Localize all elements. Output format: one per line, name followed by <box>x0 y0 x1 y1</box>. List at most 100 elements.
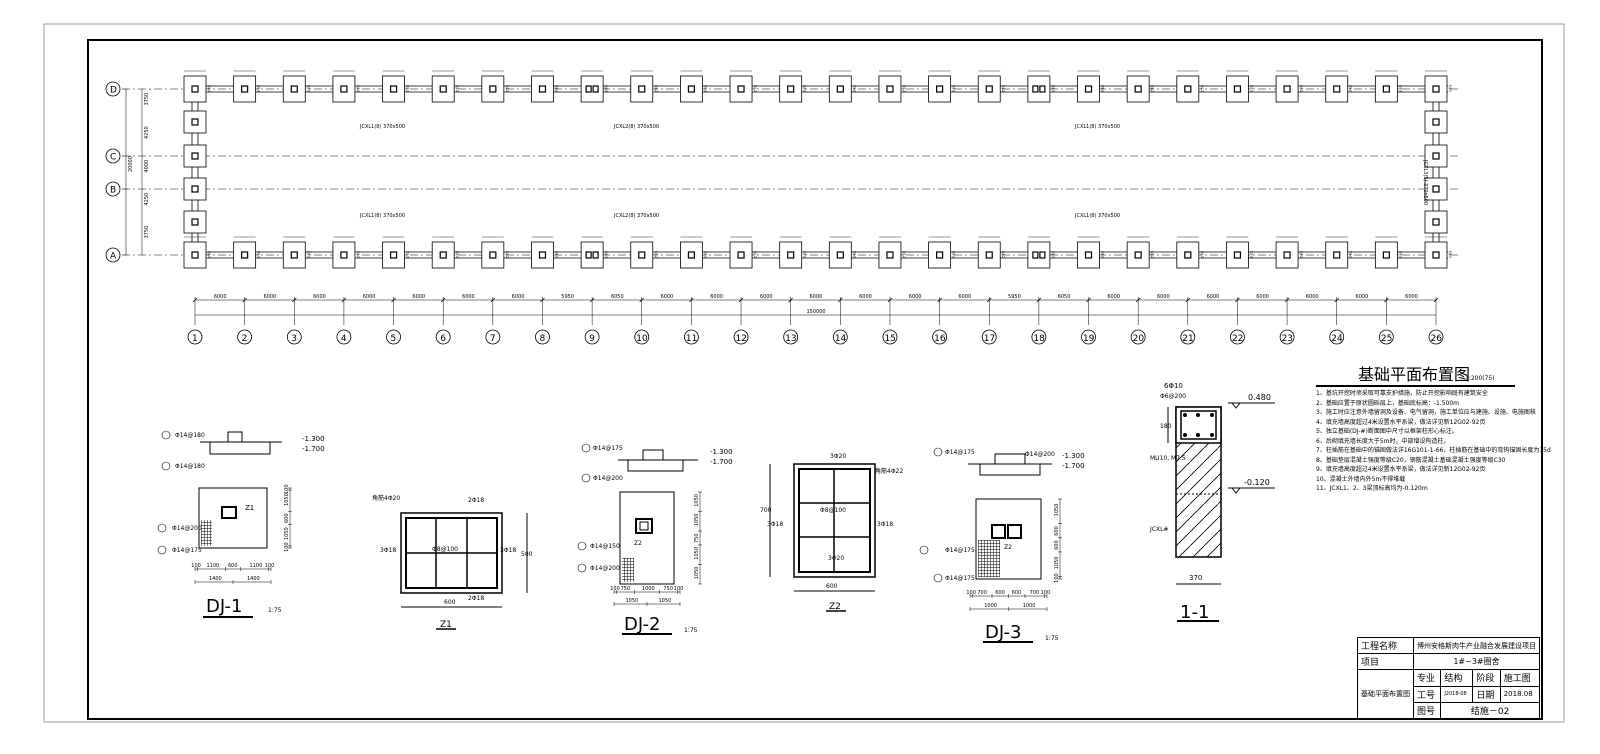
footing-tag: DJ-3 <box>604 85 608 92</box>
span-dim-value: 6000 <box>1256 294 1269 300</box>
column <box>1333 251 1341 259</box>
footing <box>233 75 257 103</box>
footing-side <box>1424 144 1448 168</box>
axis-bubble-row <box>105 247 121 263</box>
footing-tag: DJ-3 <box>1051 251 1055 258</box>
sec11-dim-w: 370 <box>1189 574 1202 582</box>
column <box>737 251 745 259</box>
footing-tag: DJ-2 <box>1101 85 1105 92</box>
z1-label-5: Φ8@100 <box>432 546 458 553</box>
column <box>1084 85 1093 93</box>
dj3-rebar-hatch <box>978 540 1000 577</box>
span-dim-value: 6050 <box>1058 294 1071 300</box>
column <box>585 251 592 259</box>
column <box>1233 251 1242 259</box>
footing-tag: DJ-2 <box>803 85 807 92</box>
column <box>787 85 795 93</box>
footing <box>382 75 405 103</box>
sec11-bar <box>1183 413 1187 417</box>
footing <box>1176 241 1200 269</box>
footing-tag: DJ-2 <box>356 251 360 258</box>
axis-label-col: 24 <box>1331 334 1343 344</box>
footing-tag: DJ-2 <box>902 251 906 258</box>
footing-tag: DJ-2 <box>952 85 956 92</box>
axis-bubble-col <box>1230 329 1245 345</box>
axis-label-col: 7 <box>490 334 496 344</box>
axis-label-row: C <box>110 153 116 163</box>
span-dim-value: 6000 <box>810 294 823 300</box>
footing-side <box>183 210 207 234</box>
footing <box>1077 241 1100 269</box>
detail-section-1-1: 6Φ10 Φ6@200 MU10, M7.5 JCXL# 0.480 -0.12… <box>1149 382 1275 623</box>
footing-tag: DJ-2 <box>852 251 856 258</box>
sec11-label-2: Φ6@200 <box>1160 393 1186 400</box>
footing-tag: DJ-2 <box>1150 85 1154 92</box>
detail-dim-value: 750 <box>621 586 631 592</box>
footing-tag: DJ-2 <box>753 85 757 92</box>
axis-bubble-row <box>105 81 121 97</box>
column <box>1432 85 1440 93</box>
footing <box>680 241 703 269</box>
footing-tag: DJ-1 <box>1448 251 1452 258</box>
dim-tick <box>1433 297 1439 303</box>
detail-dim-value-v: 600 <box>1054 540 1060 550</box>
note-line: 7、柱插筋在基础中的锚固做法详16G101-1-66，柱插筋在基础中的弯钩锚固长… <box>1316 447 1551 454</box>
note-line: 1、基坑开挖时须采取可靠支护措施，防止开挖影响既有建筑安全 <box>1316 390 1488 397</box>
z2-label-6: 3Φ20 <box>828 555 844 562</box>
footing <box>580 75 604 103</box>
footing-tag: DJ-2 <box>753 251 757 258</box>
dim-tick <box>291 297 297 303</box>
tb-sheet-name: 基础平面布置图 <box>1357 669 1414 719</box>
callout-bubble <box>577 563 587 573</box>
axis-bubble-col <box>1130 329 1146 345</box>
callout-bubble <box>157 545 167 555</box>
footing <box>828 75 852 103</box>
column <box>886 251 894 259</box>
row-total-dim: 20000 <box>128 156 134 172</box>
column <box>585 85 592 93</box>
dim-tick <box>1036 297 1042 303</box>
footing-tag: DJ-2 <box>1150 251 1154 258</box>
axis-bubble-col <box>435 329 451 345</box>
dim-tick <box>1086 297 1091 303</box>
detail-dim-value-v: 1050 <box>694 514 700 527</box>
footing <box>1077 75 1100 103</box>
z1-label-6: 2Φ18 <box>468 595 484 602</box>
callout-bubble <box>161 461 171 471</box>
axis-bubble-col <box>485 329 501 345</box>
footing-side <box>183 144 207 168</box>
dj1-col-label: Z1 <box>245 504 254 512</box>
dim-tick <box>440 297 446 303</box>
footing-tag: DJ-1 <box>207 85 211 92</box>
sec11-bar <box>1210 413 1214 417</box>
column <box>638 85 646 93</box>
column <box>389 85 398 93</box>
z2-dim-h: 700 <box>760 507 772 514</box>
column <box>340 85 348 93</box>
footing-tag: DJ-2 <box>306 85 310 92</box>
dj3-rebar-1: Φ14@175 <box>945 449 975 456</box>
dj2-rebar-hatch <box>622 558 634 582</box>
z1-title: Z1 <box>440 620 452 630</box>
dj1-column <box>221 506 237 519</box>
footing-tag: DJ-2 <box>1398 251 1402 258</box>
column <box>1134 251 1142 259</box>
dj3-column-2 <box>1007 524 1022 539</box>
footing <box>481 241 505 269</box>
footing <box>729 75 753 103</box>
footing <box>481 75 505 103</box>
footing <box>1374 241 1398 269</box>
dj2-column <box>635 518 653 534</box>
z2-label-1: 3Φ20 <box>830 453 846 460</box>
detail-dim-value-v: 100 <box>284 542 290 552</box>
z2-title: Z2 <box>829 602 841 612</box>
tb-sheet-value: 结施－02 <box>1440 701 1540 720</box>
detail-dim-value: 100 <box>265 563 275 569</box>
dj2-rebar-3: Φ14@150 <box>590 543 620 550</box>
row-dim-value: 3750 <box>144 93 150 106</box>
dim-tick <box>1334 297 1340 303</box>
footing-tag: DJ-2 <box>1349 251 1353 258</box>
footing <box>779 241 803 269</box>
